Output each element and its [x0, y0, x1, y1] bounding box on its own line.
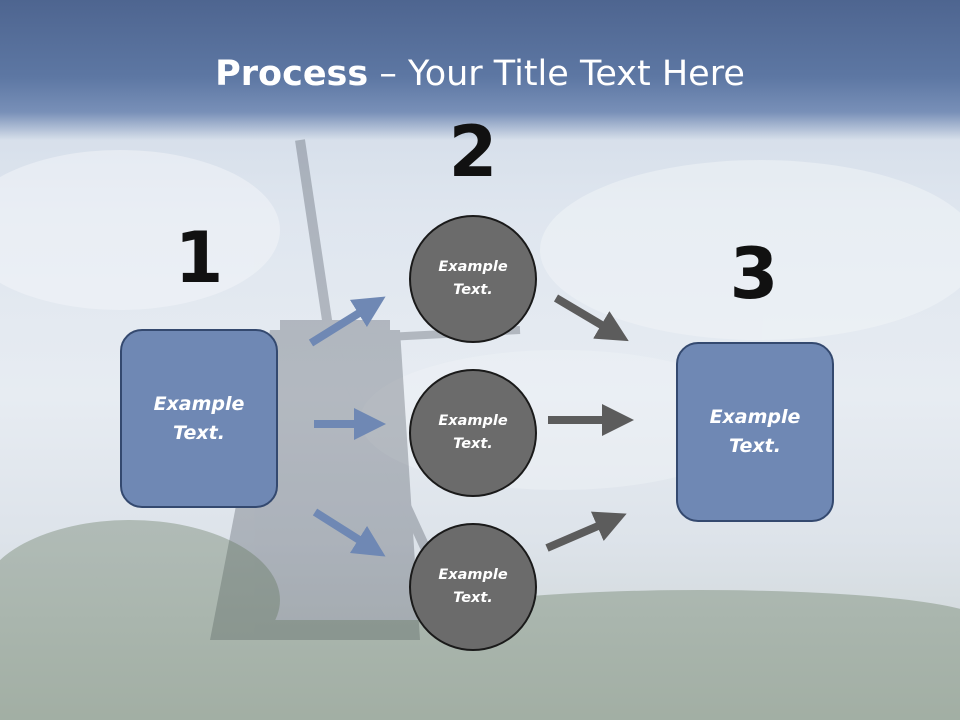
circle-top-line-1: Example	[438, 259, 508, 275]
title-band	[0, 0, 960, 140]
arrow-1-to-bottom	[312, 508, 386, 557]
arrow-bottom-to-3	[545, 511, 627, 552]
title-bold: Process	[215, 54, 369, 94]
step-1-line-1: Example	[153, 392, 245, 415]
circle-bottom-line-2: Text.	[453, 590, 493, 606]
circle-middle-line-2: Text.	[453, 436, 493, 452]
title-rest: – Your Title Text Here	[368, 54, 745, 94]
step-number-3: 3	[729, 233, 779, 315]
arrow-1-to-top	[308, 296, 386, 347]
circle-middle-line-1: Example	[438, 413, 508, 429]
step-3-line-1: Example	[709, 406, 801, 428]
slide-title: Process – Your Title Text Here	[0, 52, 960, 96]
arrow-top-to-3	[553, 294, 629, 342]
step-3-line-2: Text.	[729, 435, 781, 457]
circle-top-line-2: Text.	[453, 282, 493, 298]
step-1-line-2: Text.	[173, 421, 225, 444]
step-number-2: 2	[448, 111, 498, 193]
circle-bottom-line-1: Example	[438, 567, 508, 583]
step-number-1: 1	[174, 217, 224, 299]
